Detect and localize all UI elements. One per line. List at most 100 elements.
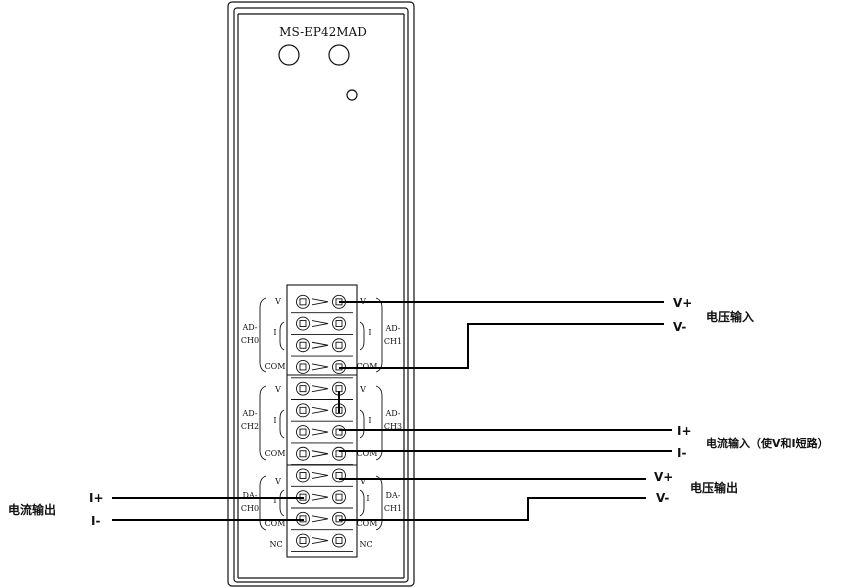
channel-labels-left: AD- CH0 V I COM AD- CH2 V I COM DA- CH0 … [241,297,286,549]
ch-right-0-line2: CH1 [384,337,402,346]
terminal-latch [311,428,329,436]
ch-left-1-term-v: V [274,385,281,394]
screw-terminal-right [332,511,346,526]
terminal-row [291,490,353,509]
ch-left-2-term-i: I [273,496,276,505]
ch-right-1-line1: AD- [384,409,400,418]
ch-right-0-term-i: I [368,328,371,337]
screw-terminal-right [332,425,346,439]
screw-head [299,515,307,523]
screw-terminal-left [296,533,310,548]
bracket-right-2-inner [359,489,365,517]
screw-terminal-right [332,316,346,331]
screw-terminal-left [296,316,310,331]
screw-terminal-left [296,511,310,526]
ch-left-1-term-com: COM [265,449,286,458]
screw-terminal-left [296,446,310,461]
terminal-latch [311,537,329,544]
screw-head [299,320,307,327]
terminal-cells [291,294,353,552]
bracket-right-2-outer [375,475,383,531]
screw-head [299,341,307,349]
terminal-row [291,294,353,314]
module-housing [227,1,415,587]
housing-inner [233,7,409,583]
screw-terminal-left [296,468,310,483]
ch-left-0-term-v: V [274,297,281,306]
screw-terminal-right [332,468,346,483]
housing-outer [227,1,415,587]
terminal-row [291,403,353,422]
screw-head [299,537,307,544]
terminal-latch [311,450,329,458]
ch-right-2-term-v: V [359,477,366,486]
led-left [278,44,300,66]
screw-head [335,515,343,523]
ch-right-1-term-v: V [359,385,366,394]
ch-right-2-line1: DA- [386,491,401,500]
screw-terminal-right [332,490,346,505]
terminal-row [291,446,353,466]
screw-terminal-right [332,360,346,374]
screw-head [335,385,343,393]
ch-right-0-line1: AD- [384,324,400,333]
voltage-input-pos-label: V+ [673,296,692,310]
terminal-row [291,316,353,335]
current-output-pos-label: I+ [89,491,104,505]
ch-right-0-term-com: COM [357,362,378,371]
terminal-latch [311,363,329,371]
voltage-output-title: 电压输出 [690,480,738,495]
bracket-right-0-inner [359,321,365,351]
ch-right-2-term-i: I [366,494,369,503]
ch-left-2-term-com: COM [265,519,286,528]
module-model: MS-EP42MAD [279,25,367,39]
ch-left-1-line1: AD- [241,409,257,418]
terminal-row [291,338,353,357]
screw-terminal-right [332,446,346,461]
bracket-left-1-outer [259,385,267,461]
bracket-left-1-inner [279,409,285,439]
screw-head [299,450,307,458]
terminal-block-frame [286,284,358,558]
screw-terminal-right [332,338,346,353]
screw-head [299,406,307,414]
ch-left-2-line2: CH0 [241,504,259,513]
ch-right-1-term-i: I [368,416,371,425]
nc-label-right: NC [359,540,372,549]
current-input-pos-label: I+ [677,424,692,438]
reset-hole [346,89,358,101]
screw-terminal-left [296,403,310,418]
screw-head [335,320,343,327]
screw-head [299,363,307,371]
terminal-latch [311,298,329,306]
external-wiring [112,301,672,521]
bracket-right-0-outer [375,297,383,373]
screw-head [335,363,343,371]
terminal-latch [311,406,329,414]
terminal-row [291,425,353,444]
channel-brackets [259,297,383,531]
terminal-latch [311,341,329,349]
voltage-input-title: 电压输入 [706,309,754,324]
terminal-latch [311,385,329,393]
ch-right-2-line2: CH1 [384,504,402,513]
current-input-neg-label: I- [677,446,686,460]
bracket-right-1-outer [375,385,383,461]
ch-right-1-term-com: COM [357,449,378,458]
current-output-title: 电流输出 [8,502,56,517]
ch-left-0-line2: CH0 [241,336,259,345]
screw-terminal-left [296,381,310,396]
bracket-left-2-outer [259,475,267,531]
ch-left-0-term-i: I [273,328,276,337]
screw-terminal-right [332,533,346,548]
current-output-neg-label: I- [91,514,100,528]
screw-head [335,472,343,479]
bracket-left-2-inner [279,489,285,517]
ch-left-2-line1: DA- [243,491,258,500]
ch-right-2-term-com: COM [357,519,378,528]
ch-left-0-line1: AD- [241,323,257,332]
nc-label-left: NC [269,540,282,549]
voltage-input-neg-label: V- [673,320,686,334]
screw-head [335,493,343,501]
voltage-output-pos-label: V+ [654,470,673,484]
